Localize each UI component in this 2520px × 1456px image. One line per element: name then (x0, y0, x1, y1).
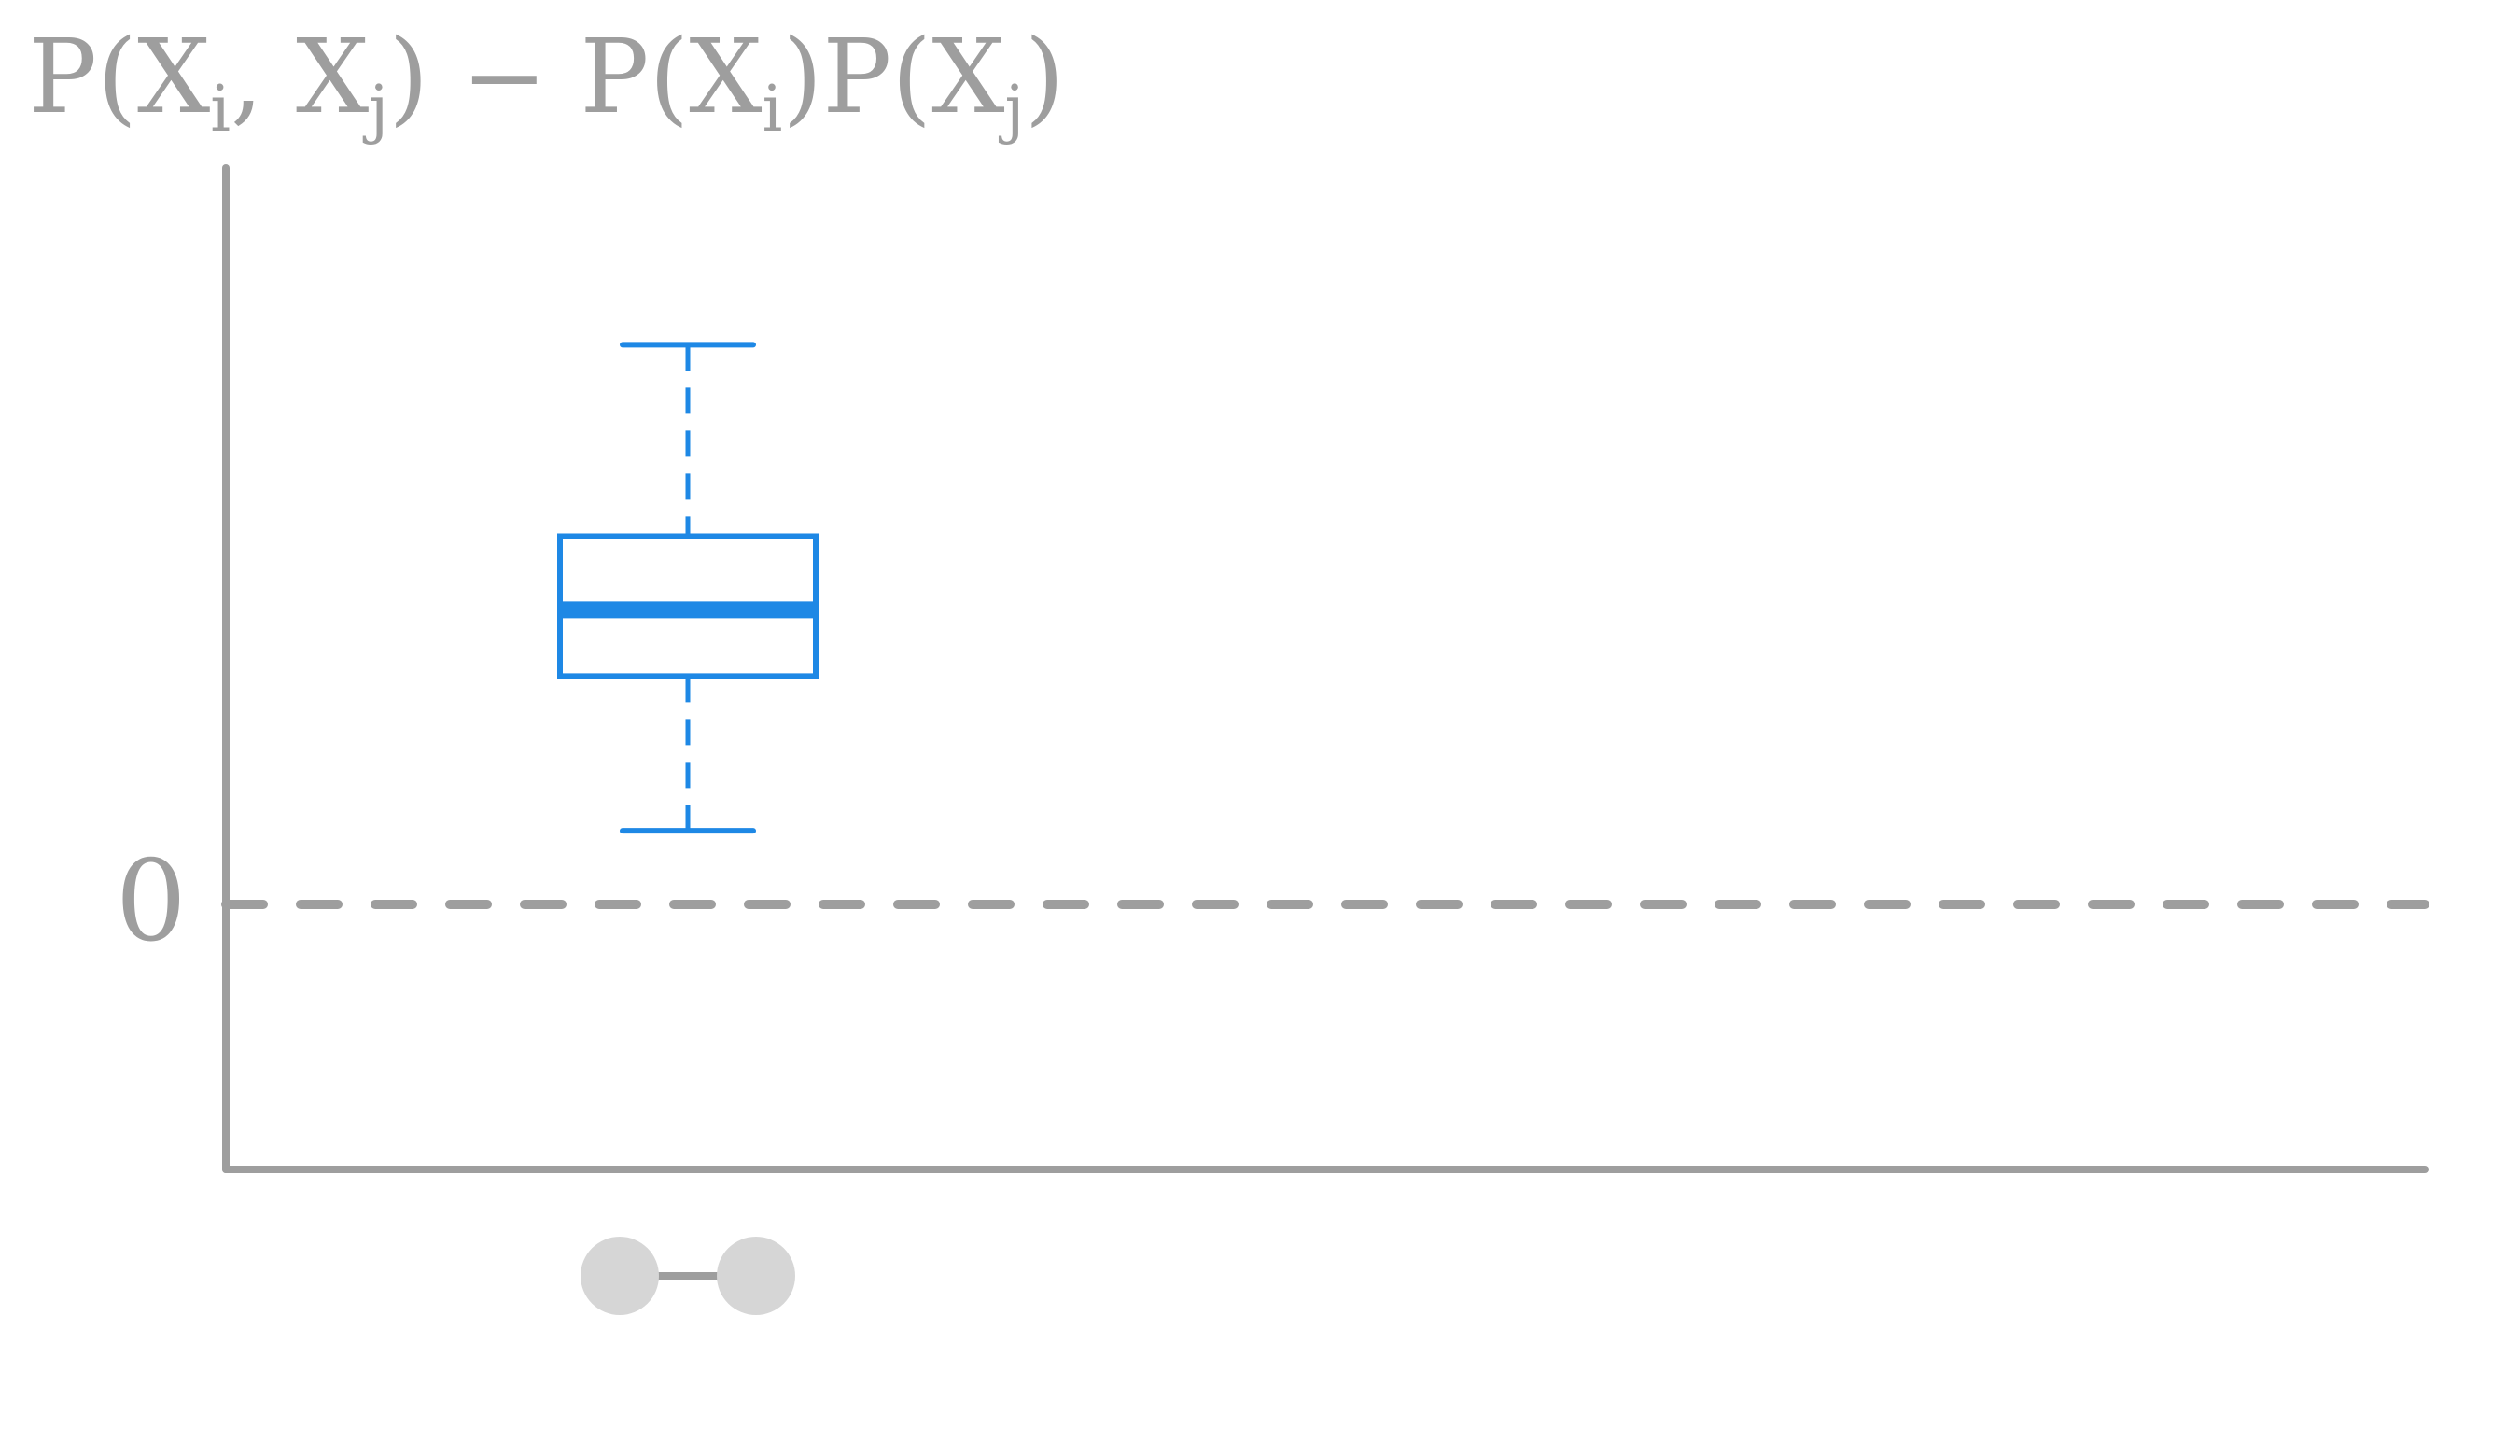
y-axis-label: P(Xi, Xj) − P(Xi)P(Xj) (28, 17, 1065, 147)
boxplots (557, 342, 819, 834)
x-tick-graph-glyph (581, 1237, 795, 1315)
y-tick-label: 0 (116, 837, 187, 967)
boxplot (557, 342, 819, 834)
y-axis-label-text: P(Xi, Xj) − P(Xi)P(Xj) (28, 17, 1065, 147)
graph-node (581, 1237, 659, 1315)
y-ticks: 0 (116, 837, 187, 967)
graph-node (717, 1237, 795, 1315)
